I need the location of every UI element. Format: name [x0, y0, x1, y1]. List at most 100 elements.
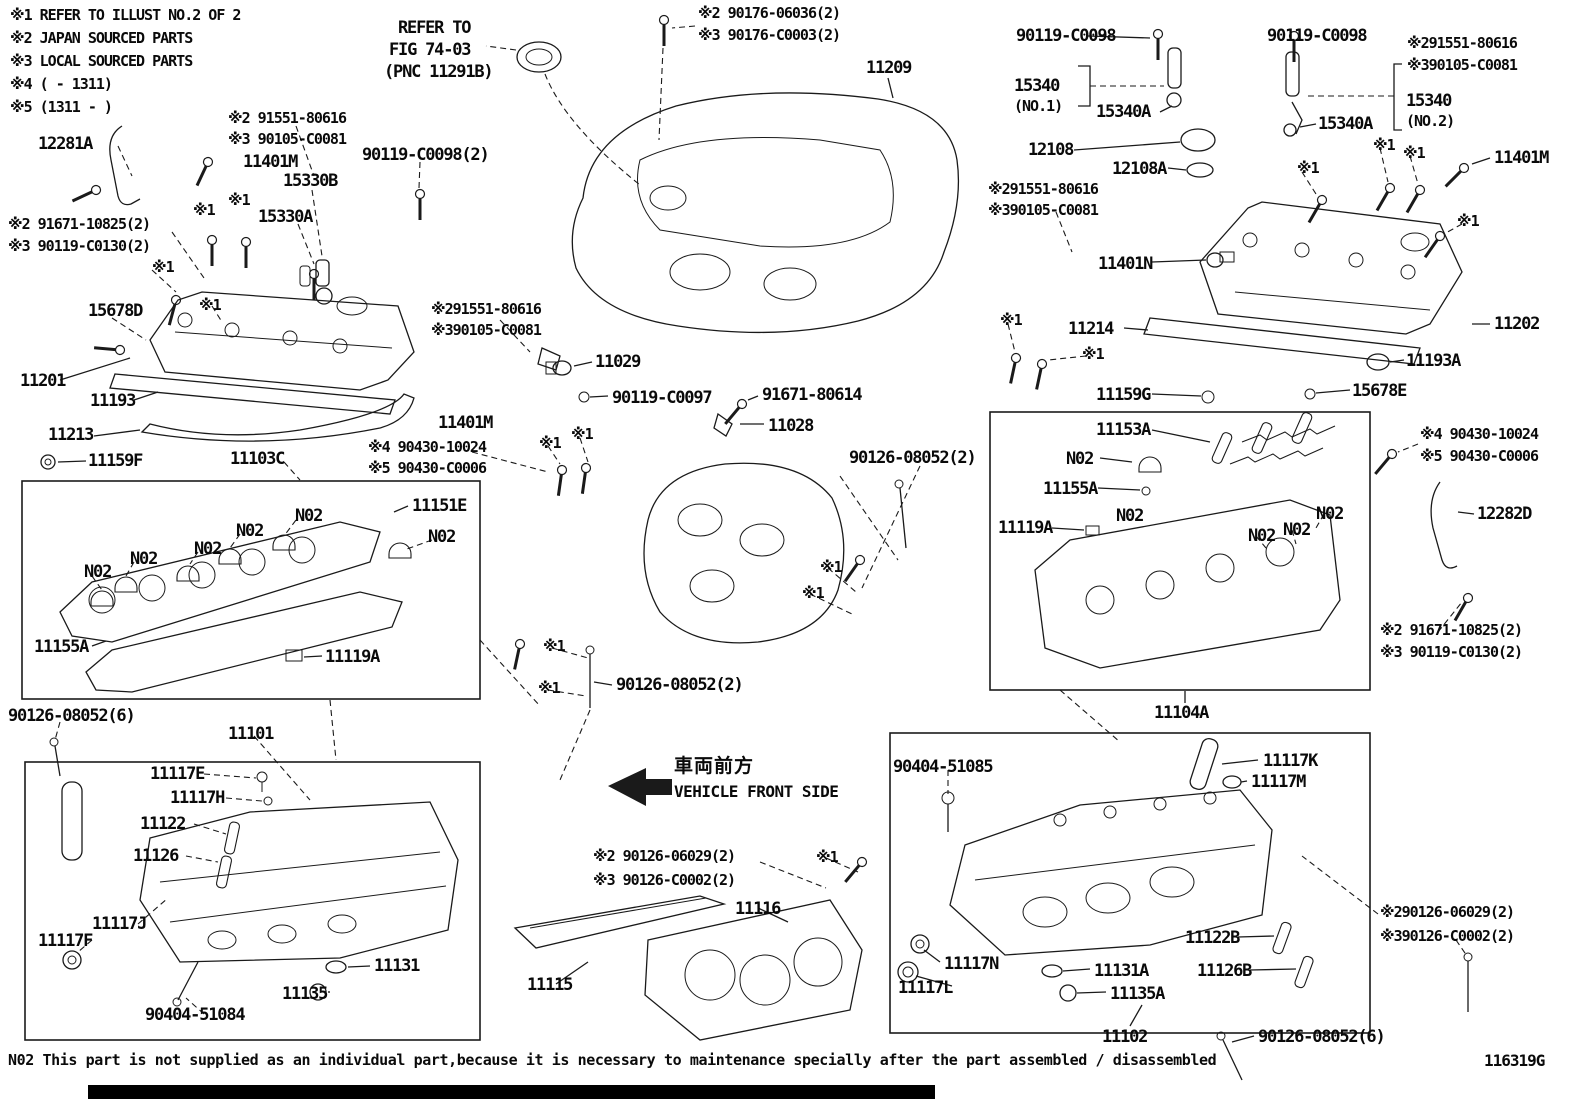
part-callout: N02: [295, 506, 323, 526]
part-callout: 11126: [133, 846, 179, 866]
part-callout: ※2 91551-80616: [228, 109, 347, 127]
part-callout: 15340: [1406, 91, 1452, 111]
bottom-bar: [88, 1085, 935, 1099]
washer-11159f: [40, 454, 56, 470]
legend-item: ※4 ( - 1311): [10, 75, 113, 93]
right-valve-cover-gasket: [1143, 317, 1421, 365]
legend-item: ※5 (1311 - ): [10, 98, 113, 116]
vehicle-front-label-en: VEHICLE FRONT SIDE: [674, 782, 839, 801]
part-callout: ※1: [1000, 311, 1023, 329]
part-callout: ※290126-06029(2): [1380, 903, 1515, 921]
part-callout: 11115: [527, 975, 573, 995]
part-callout: 11209: [866, 58, 912, 78]
part-callout: 11401M: [438, 413, 493, 433]
studs: [49, 479, 1473, 1081]
part-callout: 11117H: [170, 788, 225, 808]
part-callout: ※1: [1403, 144, 1426, 162]
part-callout: 90404-51085: [893, 757, 994, 777]
part-callout: 11401M: [243, 152, 298, 172]
part-callout: 11117M: [1251, 772, 1306, 792]
part-callout: ※3 90119-C0130(2): [8, 237, 151, 255]
part-callout: 15340A: [1096, 102, 1151, 122]
part-callout: ※5 90430-C0006: [368, 459, 487, 477]
part-callout: 11214: [1068, 319, 1114, 339]
part-callout: 12282D: [1477, 504, 1532, 524]
part-callout: ※2 90176-06036(2): [698, 4, 841, 22]
part-callout: N02: [1116, 506, 1144, 526]
part-callout: 90126-08052(2): [849, 448, 977, 468]
part-callout: 11201: [20, 371, 66, 391]
leader-lines: [54, 35, 1491, 1043]
part-callout: 11135A: [1110, 984, 1165, 1004]
part-callout: 11401M: [1494, 148, 1549, 168]
part-15678e: [1304, 388, 1316, 400]
part-callout: ※1: [199, 296, 222, 314]
part-callout: ※1: [193, 201, 216, 219]
part-callout: ※3 90105-C0081: [228, 130, 347, 148]
part-callout: ※1: [539, 434, 562, 452]
part-callout: 11131: [374, 956, 420, 976]
part-callout: 11104A: [1154, 703, 1209, 723]
part-callout: ※4 90430-10024: [368, 438, 487, 456]
figure-reference-note: REFER TO: [398, 18, 471, 38]
intake-manifold: [537, 347, 845, 644]
part-callout: ※291551-80616: [1407, 34, 1518, 52]
part-callout: 11117L: [898, 978, 953, 998]
part-callout: N02: [1316, 504, 1344, 524]
part-callout: 90126-08052(2): [616, 675, 744, 695]
part-callout: 11153A: [1096, 420, 1151, 440]
ventilation-tube: [140, 393, 415, 442]
part-callout: 11135: [282, 984, 328, 1004]
left-valve-cover-gasket: [109, 373, 396, 415]
part-callout: ※1: [152, 258, 175, 276]
part-callout: ※1: [820, 558, 843, 576]
part-callout: ※3 90126-C0002(2): [593, 871, 736, 889]
part-callout: ※1: [543, 637, 566, 655]
part-callout: ※3 90119-C0130(2): [1380, 643, 1523, 661]
part-callout: 11117E: [150, 764, 205, 784]
group-boxes: [21, 411, 1371, 1041]
part-callout: 11126B: [1197, 961, 1252, 981]
part-callout: 11131A: [1094, 961, 1149, 981]
part-callout: 11119A: [325, 647, 380, 667]
figure-id: 116319G: [1484, 1051, 1545, 1070]
part-callout: ※2 90126-06029(2): [593, 847, 736, 865]
seal-11193a: [1366, 353, 1390, 371]
part-callout: ※1: [1297, 159, 1320, 177]
part-callout: 11122B: [1185, 928, 1240, 948]
part-callout: 11155A: [34, 637, 89, 657]
part-callout: N02: [1066, 449, 1094, 469]
part-callout: 90404-51084: [145, 1005, 246, 1025]
part-callout: 15678D: [88, 301, 143, 321]
vehicle-front-label-jp: 車両前方: [674, 755, 755, 777]
part-callout: (NO.2): [1406, 112, 1455, 130]
bracket-12282d: [1430, 481, 1458, 569]
part-callout: 11119A: [998, 518, 1053, 538]
part-callout: N02: [428, 527, 456, 547]
part-callout: 11117N: [944, 954, 999, 974]
part-callout: ※1: [816, 848, 839, 866]
part-callout: 90126-08052(6): [8, 706, 136, 726]
part-callout: ※1: [1373, 136, 1396, 154]
part-callout: 90119-C0098: [1267, 26, 1368, 46]
right-valve-cover: [1199, 201, 1463, 335]
part-callout: 11193: [90, 391, 136, 411]
part-callout: N02: [236, 521, 264, 541]
part-callout: ※1: [802, 584, 825, 602]
left-valve-cover: [149, 291, 415, 391]
part-callout: ※390105-C0081: [431, 321, 542, 339]
legend-item: ※2 JAPAN SOURCED PARTS: [10, 29, 193, 47]
oil-cap-12108: [1180, 128, 1216, 178]
part-callout: ※1: [538, 679, 561, 697]
part-callout: 11102: [1102, 1027, 1148, 1047]
part-callout: 11193A: [1406, 351, 1461, 371]
part-callout: 11116: [735, 899, 781, 919]
head-gasket-11116: [644, 899, 863, 1041]
part-callout: ※291551-80616: [988, 180, 1099, 198]
part-callout: 15330A: [258, 207, 313, 227]
ignition-coils: [1166, 47, 1303, 268]
figure-reference-note: FIG 74-03: [389, 40, 472, 60]
part-callout: ※2 91671-10825(2): [1380, 621, 1523, 639]
vehicle-front-arrow: [608, 768, 672, 806]
